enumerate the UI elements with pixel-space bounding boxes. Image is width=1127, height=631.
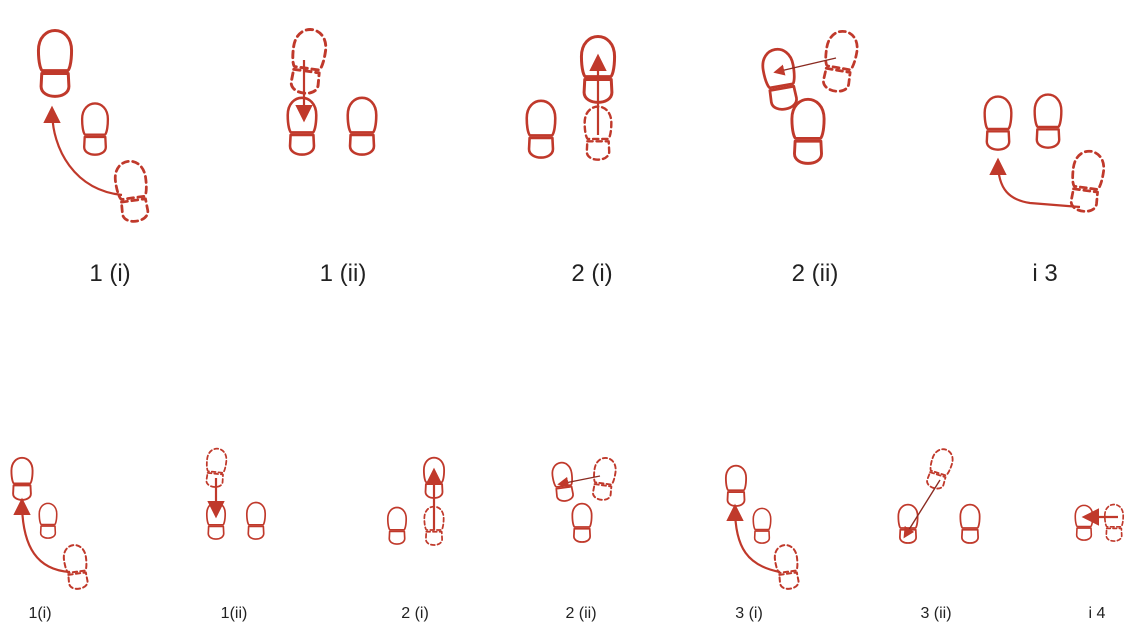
- start-foot-print: [590, 457, 617, 502]
- step-label-2-ii: 2 (ii): [792, 262, 839, 286]
- left-foot-print: [38, 30, 71, 96]
- step-label-2-i: 2 (i): [571, 262, 612, 286]
- start-foot-print: [773, 544, 801, 591]
- start-foot-print: [820, 29, 860, 94]
- start-foot-print: [1105, 504, 1123, 541]
- right-foot-print: [572, 504, 591, 542]
- left-foot-print: [985, 97, 1012, 150]
- step-label-3-i: 3 (i): [735, 606, 763, 622]
- curved-step-arrow: [735, 508, 780, 572]
- diagonal-step-arrow: [905, 480, 940, 536]
- start-foot-print: [287, 27, 328, 95]
- left-foot-print: [388, 507, 406, 544]
- left-foot-print: [760, 47, 800, 112]
- start-foot-print: [113, 159, 151, 223]
- start-foot-print: [62, 544, 90, 591]
- left-foot-print: [11, 458, 32, 500]
- left-foot-print: [1075, 505, 1092, 540]
- step-label-1-ii: 1 (ii): [320, 262, 367, 286]
- start-foot-print: [1068, 149, 1106, 213]
- curved-step-arrow: [22, 502, 70, 572]
- right-foot-print: [1035, 95, 1062, 148]
- right-foot-print: [753, 508, 770, 543]
- right-foot-print: [792, 99, 824, 163]
- start-foot-print: [924, 447, 956, 492]
- step-label-3-ii: 3 (ii): [920, 606, 951, 622]
- step-label-2-i: 2 (i): [401, 606, 429, 622]
- curved-step-arrow: [998, 162, 1080, 207]
- step-label-2-ii: 2 (ii): [565, 606, 596, 622]
- left-foot-print: [527, 101, 556, 158]
- left-foot-print: [288, 98, 317, 155]
- left-foot-print: [726, 466, 746, 506]
- right-foot-print: [348, 98, 377, 155]
- left-foot-print: [898, 505, 917, 543]
- step-label-3: i 3: [1032, 262, 1057, 286]
- right-foot-print: [39, 503, 56, 538]
- step-label-4: i 4: [1089, 606, 1106, 622]
- step-label-1-ii: 1(ii): [221, 606, 248, 622]
- right-foot-print: [247, 502, 265, 539]
- right-foot-print: [82, 103, 108, 154]
- right-foot-print: [960, 505, 979, 543]
- step-label-1-i: 1(i): [28, 606, 51, 622]
- step-label-1-i: 1 (i): [89, 262, 130, 286]
